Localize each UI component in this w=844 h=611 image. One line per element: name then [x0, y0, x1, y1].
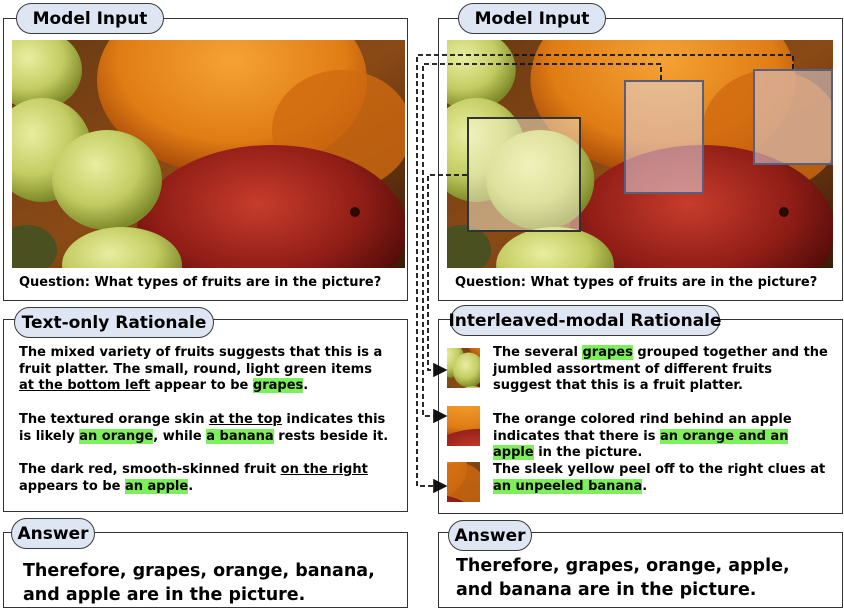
left-rationale-p1: The mixed variety of fruits suggests tha…: [19, 345, 383, 393]
right-answer-text: Therefore, grapes, orange, apple, and ba…: [456, 556, 790, 600]
right-answer-title: Answer: [448, 520, 532, 551]
left-answer-title: Answer: [11, 518, 95, 549]
left-input-title: Model Input: [16, 3, 164, 34]
right-input-title: Model Input: [458, 3, 606, 34]
left-question: Question: What types of fruits are in th…: [19, 275, 382, 290]
left-rationale-p2: The textured orange skin at the top indi…: [19, 412, 389, 444]
left-answer-text: Therefore, grapes, orange, banana, and a…: [23, 561, 375, 605]
right-step2: The orange colored rind behind an apple …: [493, 412, 792, 460]
right-step1: The several grapes grouped together and …: [493, 345, 828, 393]
right-rationale-title: Interleaved-modal Rationale: [448, 305, 722, 336]
orange-region-box: [624, 80, 704, 194]
grapes-region-box: [467, 117, 581, 232]
left-rationale-title: Text-only Rationale: [14, 307, 214, 338]
banana-connector: [416, 54, 794, 494]
right-fruit-image: [447, 40, 833, 268]
right-question: Question: What types of fruits are in th…: [455, 275, 818, 290]
grapes-connector: [427, 174, 467, 378]
orange-connector: [422, 63, 662, 424]
left-rationale-panel: [3, 319, 408, 512]
right-step3: The sleek yellow peel off to the right c…: [493, 462, 826, 494]
left-rationale-p3: The dark red, smooth-skinned fruit on th…: [19, 462, 368, 494]
banana-region-box: [753, 69, 833, 165]
